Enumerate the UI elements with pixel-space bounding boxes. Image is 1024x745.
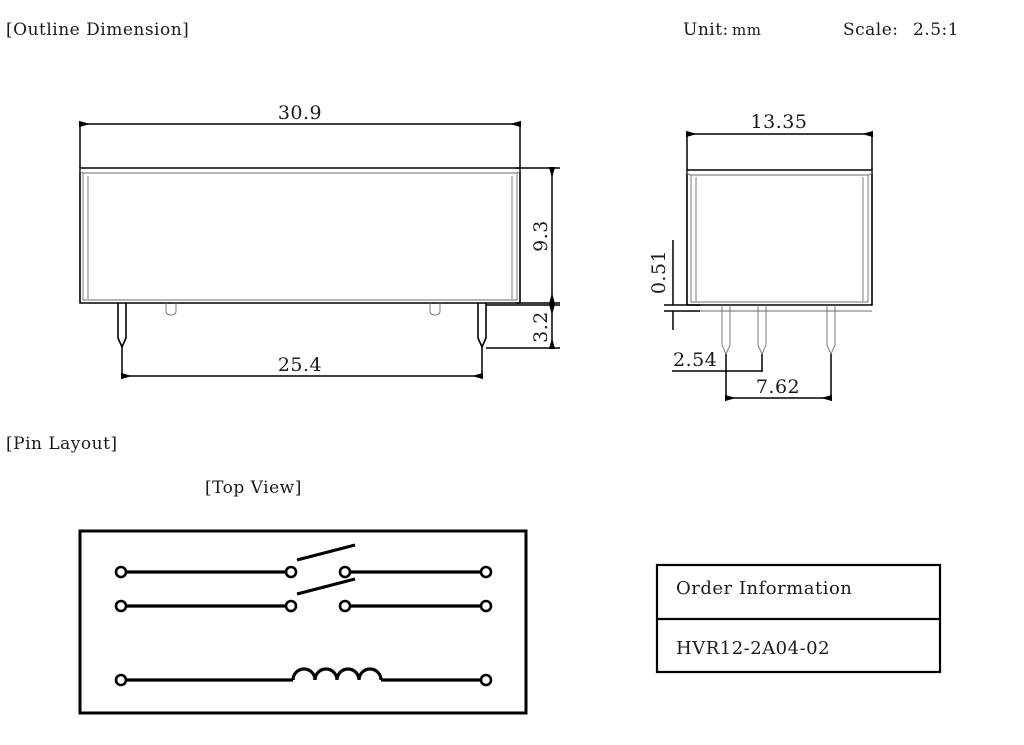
side-view-pin-3 (826, 305, 836, 356)
front-view-notch-right (429, 303, 441, 316)
unit-label: Unit: (683, 20, 729, 40)
unit-value: mm (732, 21, 762, 39)
front-view-height-value: 9.3 (530, 220, 552, 252)
outline-dimension-label: [Outline Dimension] (6, 20, 190, 40)
front-view-body-outline (79, 167, 521, 304)
schematic-terminal-2b (284, 599, 298, 613)
top-view-label: [Top View] (205, 478, 302, 498)
schematic-terminal-1a (114, 565, 128, 579)
front-view-width-dimension: 30.9 (79, 102, 521, 170)
side-view-pin-span-value: 7.62 (756, 376, 800, 398)
side-view-width-dimension: 13.35 (686, 111, 873, 172)
scale-label: Scale: (843, 20, 899, 40)
schematic-terminal-1b (284, 565, 298, 579)
front-view-pin-length-dimension: 3.2 (486, 304, 560, 349)
front-view-body-inner-line (82, 172, 518, 301)
front-view-pin-left (117, 303, 127, 349)
schematic-terminal-2a (114, 599, 128, 613)
schematic-terminal-2c (338, 599, 352, 613)
side-view-pin-span-dimension: 7.62 (725, 354, 832, 402)
front-view-corner-right (515, 168, 521, 174)
schematic-terminal-coil-b (479, 673, 493, 687)
schematic-border (78, 529, 528, 715)
pin-layout-label: [Pin Layout] (6, 434, 118, 454)
schematic-terminal-1c (338, 565, 352, 579)
front-view-height-dimension: 9.3 (516, 167, 560, 304)
schematic-contact-2 (114, 577, 493, 613)
side-view-pin-pitch-value: 2.54 (673, 349, 717, 371)
schematic-terminal-coil-a (114, 673, 128, 687)
order-information-title: Order Information (676, 578, 853, 599)
front-view-pin-length-value: 3.2 (530, 311, 552, 343)
side-view-drawing: 13.35 (648, 111, 873, 402)
side-view-pin-thickness-dimension: 0.51 (648, 240, 700, 330)
order-information-table (655, 563, 942, 674)
pin-layout-schematic (78, 529, 528, 715)
order-information-part-number: HVR12-2A04-02 (676, 638, 831, 659)
front-view-pin-span-value: 25.4 (278, 354, 322, 376)
side-view-pin-pitch-dimension: 2.54 (672, 349, 763, 372)
side-view-pin-thickness-value: 0.51 (648, 250, 670, 294)
schematic-terminal-1d (479, 565, 493, 579)
front-view-pin-right (477, 303, 487, 349)
side-view-width-value: 13.35 (751, 111, 808, 133)
side-view-corner-left (686, 170, 693, 176)
schematic-terminal-2d (479, 599, 493, 613)
side-view-pin-2 (757, 305, 767, 356)
side-view-corner-right (866, 170, 873, 176)
schematic-coil (114, 667, 493, 687)
side-view-body-outline (686, 169, 873, 306)
front-view-pin-span-dimension: 25.4 (121, 347, 483, 380)
front-view-corner-left (79, 168, 85, 174)
front-view-notch-left (165, 303, 177, 316)
schematic-contact-1 (114, 543, 493, 579)
front-view-width-value: 30.9 (278, 102, 322, 124)
scale-value: 2.5:1 (913, 20, 960, 40)
side-view-body-inner-line (690, 174, 869, 303)
front-view-drawing: 30.9 (79, 102, 560, 380)
side-view-pin-1 (721, 305, 731, 356)
